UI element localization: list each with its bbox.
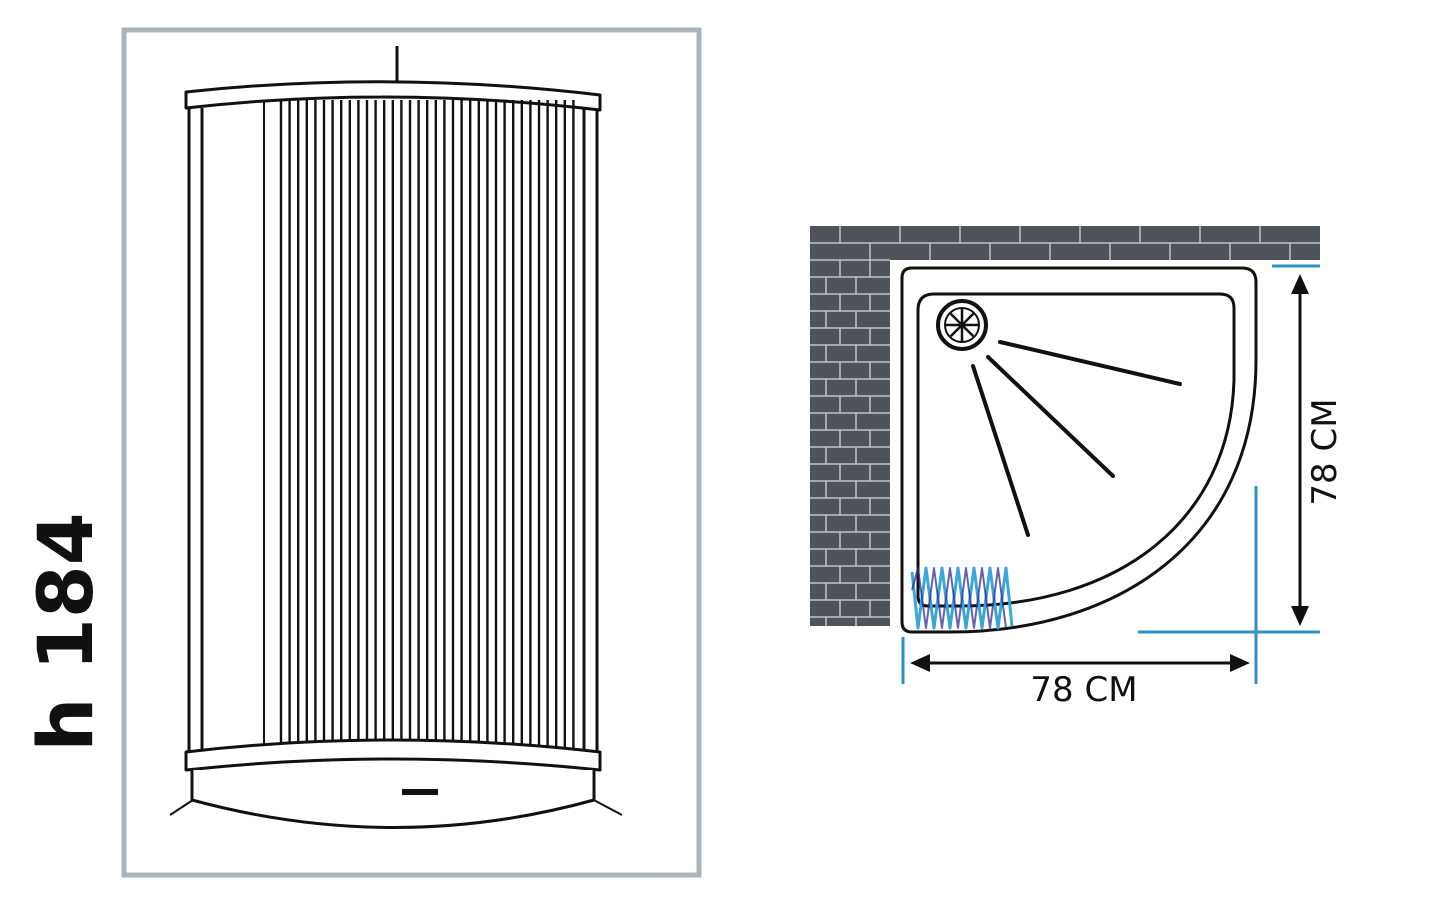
- slope-lines: [971, 340, 1182, 537]
- tray-basin-outline: [916, 292, 1236, 608]
- top-rail: [184, 80, 602, 112]
- shower-tray: [190, 770, 596, 829]
- height-label: h 184: [21, 512, 110, 751]
- width-dimension-label: 78 CM: [1030, 670, 1137, 710]
- cabin-illustration-panel: [121, 27, 702, 878]
- drain-icon: [936, 299, 988, 351]
- tray-drain: [402, 789, 438, 795]
- width-dimension-arrow: [910, 654, 1250, 672]
- wall-mortar-lines: [810, 226, 1320, 626]
- panel-border: [121, 27, 702, 878]
- brick-wall-left: [810, 226, 890, 626]
- plan-view: 78 CM 78 CM: [810, 226, 1345, 710]
- bottom-rail: [184, 738, 602, 772]
- depth-dimension-label: 78 CM: [1305, 398, 1345, 505]
- pleated-door: [279, 100, 575, 760]
- dimension-extension-lines: [901, 264, 1320, 684]
- spring-hinge-shadow: [911, 567, 1007, 629]
- depth-dimension-arrow: [1291, 274, 1309, 626]
